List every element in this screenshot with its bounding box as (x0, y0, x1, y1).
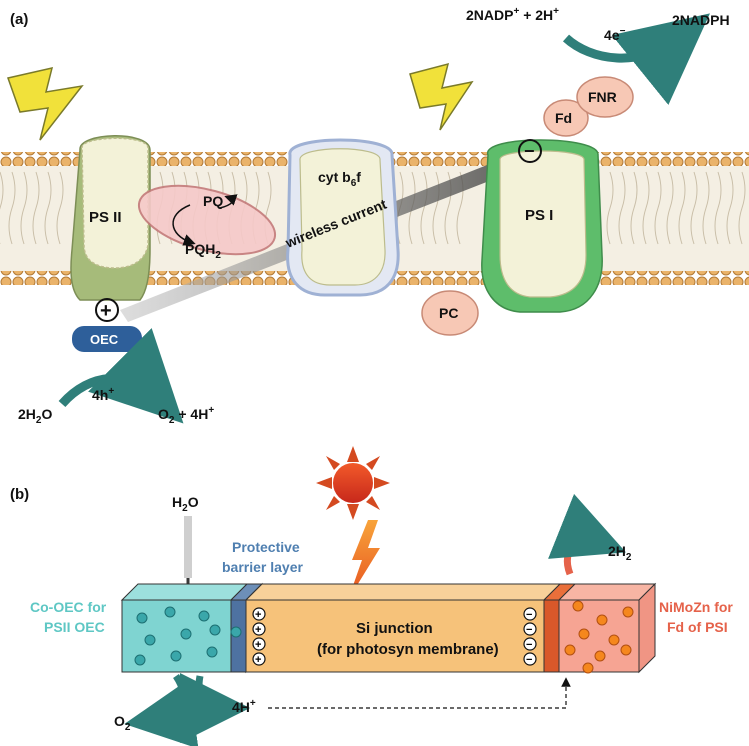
barrier-label-line2: barrier layer (222, 559, 303, 575)
h2-product-label: 2H2 (608, 543, 632, 563)
fnr-label: FNR (588, 89, 617, 105)
plus-charges: + + + + (252, 607, 266, 666)
fd-label: Fd (555, 110, 572, 126)
lightning-b-icon (348, 520, 380, 600)
water-reactant-label: 2H2O (18, 406, 52, 426)
proton-release-arrow (179, 672, 250, 743)
device-block: + + + + − − − − Si junction (for photosy… (120, 582, 657, 674)
nadp-reactant-label: 2NADP+ + 2H+ (466, 6, 559, 23)
pq-cycle: PQ PQH2 (137, 184, 277, 261)
electron-transfer-label: 4e− (604, 26, 626, 43)
fnr-unit: FNR (576, 76, 634, 118)
co-oec-label-line1: Co-OEC for (30, 599, 107, 615)
fd-unit: Fd (543, 99, 589, 137)
plus-charge-1: + (255, 609, 261, 621)
nimozn-label-line2: Fd of PSI (667, 619, 728, 635)
psi-complex: PS I − (481, 139, 603, 313)
minus-charge-1: − (526, 609, 532, 621)
o2-product-label: O2 (114, 713, 131, 733)
nadph-label: 2NADPH (672, 12, 730, 28)
nimozn-label-line1: NiMoZn for (659, 599, 733, 615)
oxygen-product-label: O2 + 4H+ (158, 405, 214, 426)
proton-transfer-dashed-arrow (268, 677, 571, 709)
oec-unit: OEC (72, 326, 142, 352)
panel-b-label: (b) (10, 486, 29, 503)
co-oec-label-line2: PSII OEC (44, 619, 105, 635)
pqh2-label: PQH2 (185, 241, 221, 261)
plus-symbol: + (100, 300, 112, 322)
minus-charge-4: − (526, 654, 532, 666)
minus-charge-3: − (526, 639, 532, 651)
h2o-inlet-column (184, 516, 192, 578)
lightning-right-icon (409, 62, 474, 131)
oec-label: OEC (90, 332, 119, 347)
holes-label: 4h+ (92, 386, 114, 403)
pq-label: PQ (203, 193, 223, 209)
plus-charge-3: + (255, 639, 261, 651)
si-junction-label: Si junction (356, 620, 433, 637)
minus-charges: − − − − (523, 607, 537, 666)
pc-label: PC (439, 305, 458, 321)
minus-electron-icon (518, 139, 542, 163)
cyt-b6f-complex: cyt b6f (286, 138, 400, 297)
psii-label: PS II (89, 209, 122, 226)
h2-evolution-arrow (548, 493, 627, 576)
water-oxidation-arrow (58, 328, 184, 424)
pc-unit: PC (421, 290, 479, 336)
plus-charge-2: + (255, 624, 261, 636)
minus-charge-2: − (526, 624, 532, 636)
lightning-left-icon (7, 66, 84, 141)
si-junction-sublabel: (for photosyn membrane) (317, 641, 499, 658)
protons-label: 4H+ (232, 698, 256, 715)
plus-charge-4: + (255, 654, 261, 666)
nadp-reaction-arrow (562, 13, 710, 105)
cyt-label: cyt b6f (318, 169, 361, 189)
minus-symbol: − (524, 141, 535, 161)
sun-icon (316, 446, 390, 520)
psii-complex: PS II + (70, 135, 151, 322)
plus-hole-icon (95, 298, 119, 322)
o2-release-arrow (124, 674, 199, 746)
panel-a-label: (a) (10, 11, 28, 28)
barrier-label-line1: Protective (232, 539, 300, 555)
h2o-input-label: H2O (172, 494, 199, 514)
psi-label: PS I (525, 207, 553, 224)
